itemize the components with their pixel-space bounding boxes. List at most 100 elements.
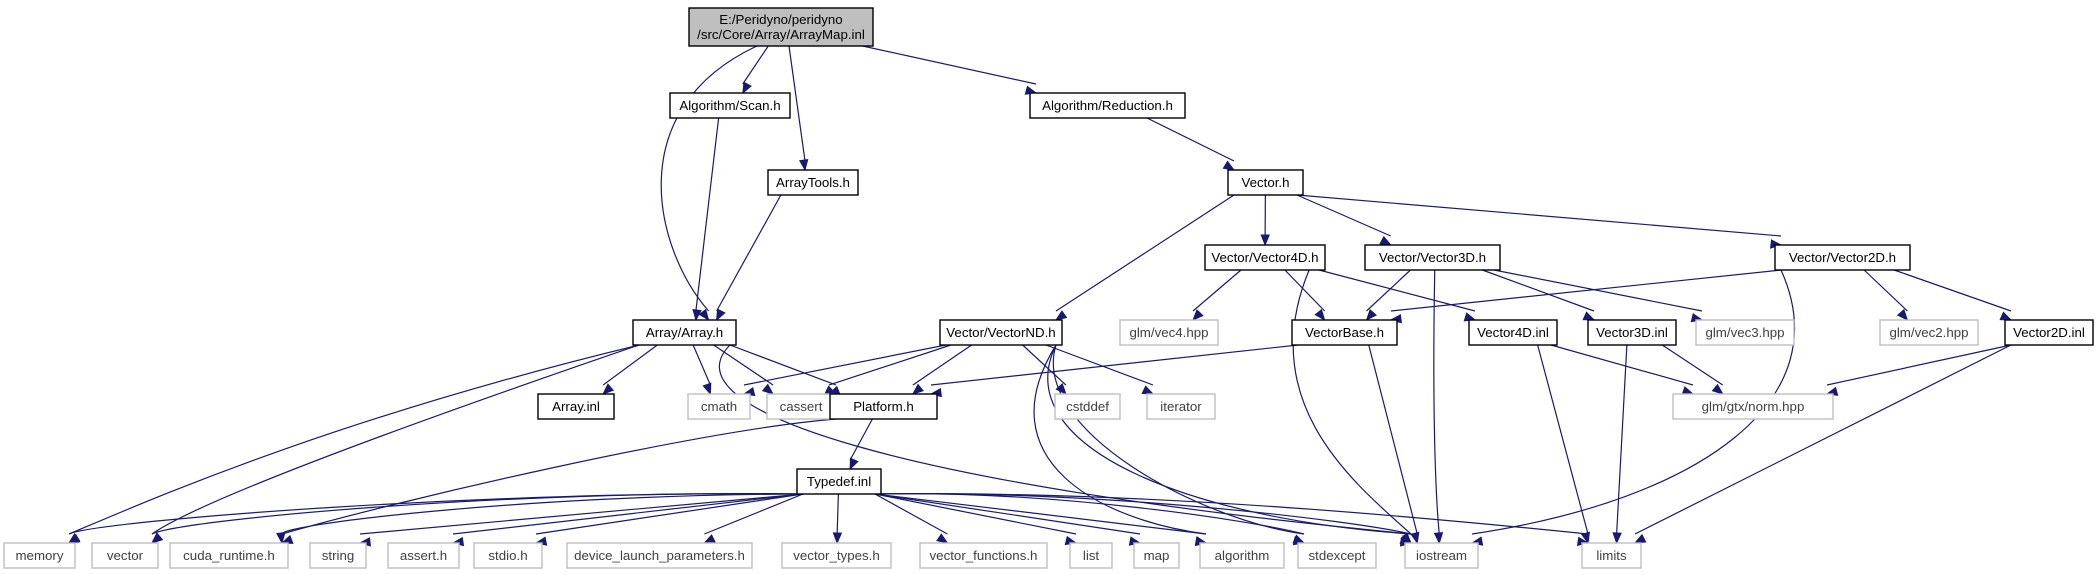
node-vector3dinl[interactable]: Vector3D.inl	[1587, 319, 1677, 346]
edge-typedef-to-memory	[67, 493, 804, 544]
node-vector2dinl[interactable]: Vector2D.inl	[2004, 319, 2094, 346]
edge-vectornd-to-cassert	[827, 344, 952, 395]
edge-line	[1284, 269, 1326, 312]
node-box	[309, 542, 367, 569]
node-box	[829, 393, 938, 420]
edge-line	[828, 344, 952, 386]
edge-vector2dinl-to-limits	[1633, 344, 2012, 544]
node-box	[537, 393, 615, 420]
edge-arrayh-to-stdvector	[150, 344, 640, 544]
node-scan[interactable]: Algorithm/Scan.h	[669, 92, 791, 119]
node-iterator: iterator	[1146, 393, 1216, 420]
arrowhead-icon	[1314, 308, 1326, 322]
node-vectorbase[interactable]: VectorBase.h	[1291, 319, 1398, 346]
node-label: Algorithm/Scan.h	[679, 98, 780, 113]
node-box	[1069, 542, 1113, 569]
arrowhead-icon	[832, 532, 843, 545]
edge-root-to-arraytools	[788, 45, 809, 172]
node-box	[781, 542, 892, 569]
node-label: cassert	[780, 399, 823, 414]
node-vector[interactable]: Vector.h	[1227, 169, 1304, 196]
node-platform[interactable]: Platform.h	[829, 393, 938, 420]
node-asserth: assert.h	[387, 542, 460, 569]
node-box	[632, 319, 737, 346]
node-box	[1119, 319, 1219, 346]
edge-line	[912, 344, 972, 386]
arrowhead-icon	[692, 309, 702, 322]
edge-line	[602, 344, 658, 386]
edge-line	[874, 493, 1077, 535]
node-box	[2004, 319, 2094, 346]
node-label: E:/Peridyno/peridyno	[719, 12, 842, 27]
node-label: glm/vec3.hpp	[1705, 325, 1784, 340]
node-box	[1581, 542, 1642, 569]
node-vec2hpp: glm/vec2.hpp	[1879, 319, 1979, 346]
arrowhead-icon	[1433, 532, 1444, 545]
edge-line	[68, 344, 640, 535]
node-typedef[interactable]: Typedef.inl	[796, 468, 882, 495]
node-cmath: cmath	[687, 393, 751, 420]
edge-line	[1826, 344, 2012, 386]
edge-root-to-scan	[742, 45, 769, 95]
node-label: Vector.h	[1241, 175, 1289, 190]
edge-vector4dinl-to-limits	[1537, 344, 1590, 545]
node-label: glm/vec4.hpp	[1129, 325, 1208, 340]
node-box	[919, 542, 1048, 569]
edge-line	[836, 493, 839, 535]
edge-arrayh-to-cmath	[692, 344, 712, 396]
edge-platform-to-typedef	[849, 418, 873, 471]
edge-line	[452, 493, 804, 535]
edge-line	[1047, 344, 1412, 535]
edge-typedef-to-stdvector	[150, 493, 804, 544]
edge-vectornd-to-platform	[911, 344, 972, 395]
node-iostream: iostream	[1404, 542, 1479, 569]
node-label: list	[1083, 548, 1100, 563]
edge-vectornd-to-iostream	[1047, 344, 1413, 547]
edges-layer	[67, 45, 2013, 547]
edge-line	[1033, 344, 1207, 535]
node-box	[1695, 319, 1795, 346]
edge-line	[1390, 269, 1782, 312]
edge-line	[716, 194, 782, 312]
edge-line	[874, 493, 1412, 535]
node-box	[669, 92, 791, 119]
node-box	[1029, 92, 1186, 119]
edge-line	[1292, 269, 1412, 535]
node-arrayinl[interactable]: Array.inl	[537, 393, 615, 420]
node-vector3d[interactable]: Vector/Vector3D.h	[1364, 244, 1501, 271]
edge-line	[874, 493, 1305, 535]
edge-vector-to-vectornd	[1054, 194, 1235, 321]
node-arraytools[interactable]: ArrayTools.h	[767, 169, 859, 196]
node-vec3hpp: glm/vec3.hpp	[1695, 319, 1795, 346]
node-vector4dinl[interactable]: Vector4D.inl	[1468, 319, 1558, 346]
node-reduction[interactable]: Algorithm/Reduction.h	[1029, 92, 1186, 119]
edge-root-to-reduction	[862, 45, 1038, 95]
edge-line	[695, 117, 720, 312]
edge-vector4d-to-vector4dinl	[1318, 269, 1477, 322]
node-box	[1468, 319, 1558, 346]
node-label: Vector/VectorND.h	[946, 325, 1055, 340]
edge-line	[1863, 269, 1908, 312]
node-label: limits	[1596, 548, 1627, 563]
node-arrayh[interactable]: Array/Array.h	[632, 319, 737, 346]
arrowhead-icon	[799, 159, 809, 172]
node-vector2d[interactable]: Vector/Vector2D.h	[1774, 244, 1911, 271]
arrowhead-icon	[1055, 383, 1067, 396]
edge-line	[704, 493, 804, 535]
node-root[interactable]: E:/Peridyno/peridyno/src/Core/Array/Arra…	[688, 7, 874, 47]
node-label: Platform.h	[853, 399, 914, 414]
node-vector4d[interactable]: Vector/Vector4D.h	[1204, 244, 1326, 271]
edge-typedef-to-vectorfunctions	[874, 493, 949, 544]
node-label: memory	[15, 548, 63, 563]
edge-typedef-to-iostream	[874, 493, 1413, 544]
node-label: vector	[107, 548, 144, 563]
node-string: string	[309, 542, 367, 569]
node-box	[939, 319, 1063, 346]
edge-line	[1192, 269, 1242, 312]
node-label: stdexcept	[1309, 548, 1366, 563]
node-cudaruntime: cuda_runtime.h	[169, 542, 289, 569]
edge-vectorbase-to-iostream	[1368, 344, 1420, 545]
node-vectornd[interactable]: Vector/VectorND.h	[939, 319, 1063, 346]
arrowhead-icon	[602, 383, 615, 395]
